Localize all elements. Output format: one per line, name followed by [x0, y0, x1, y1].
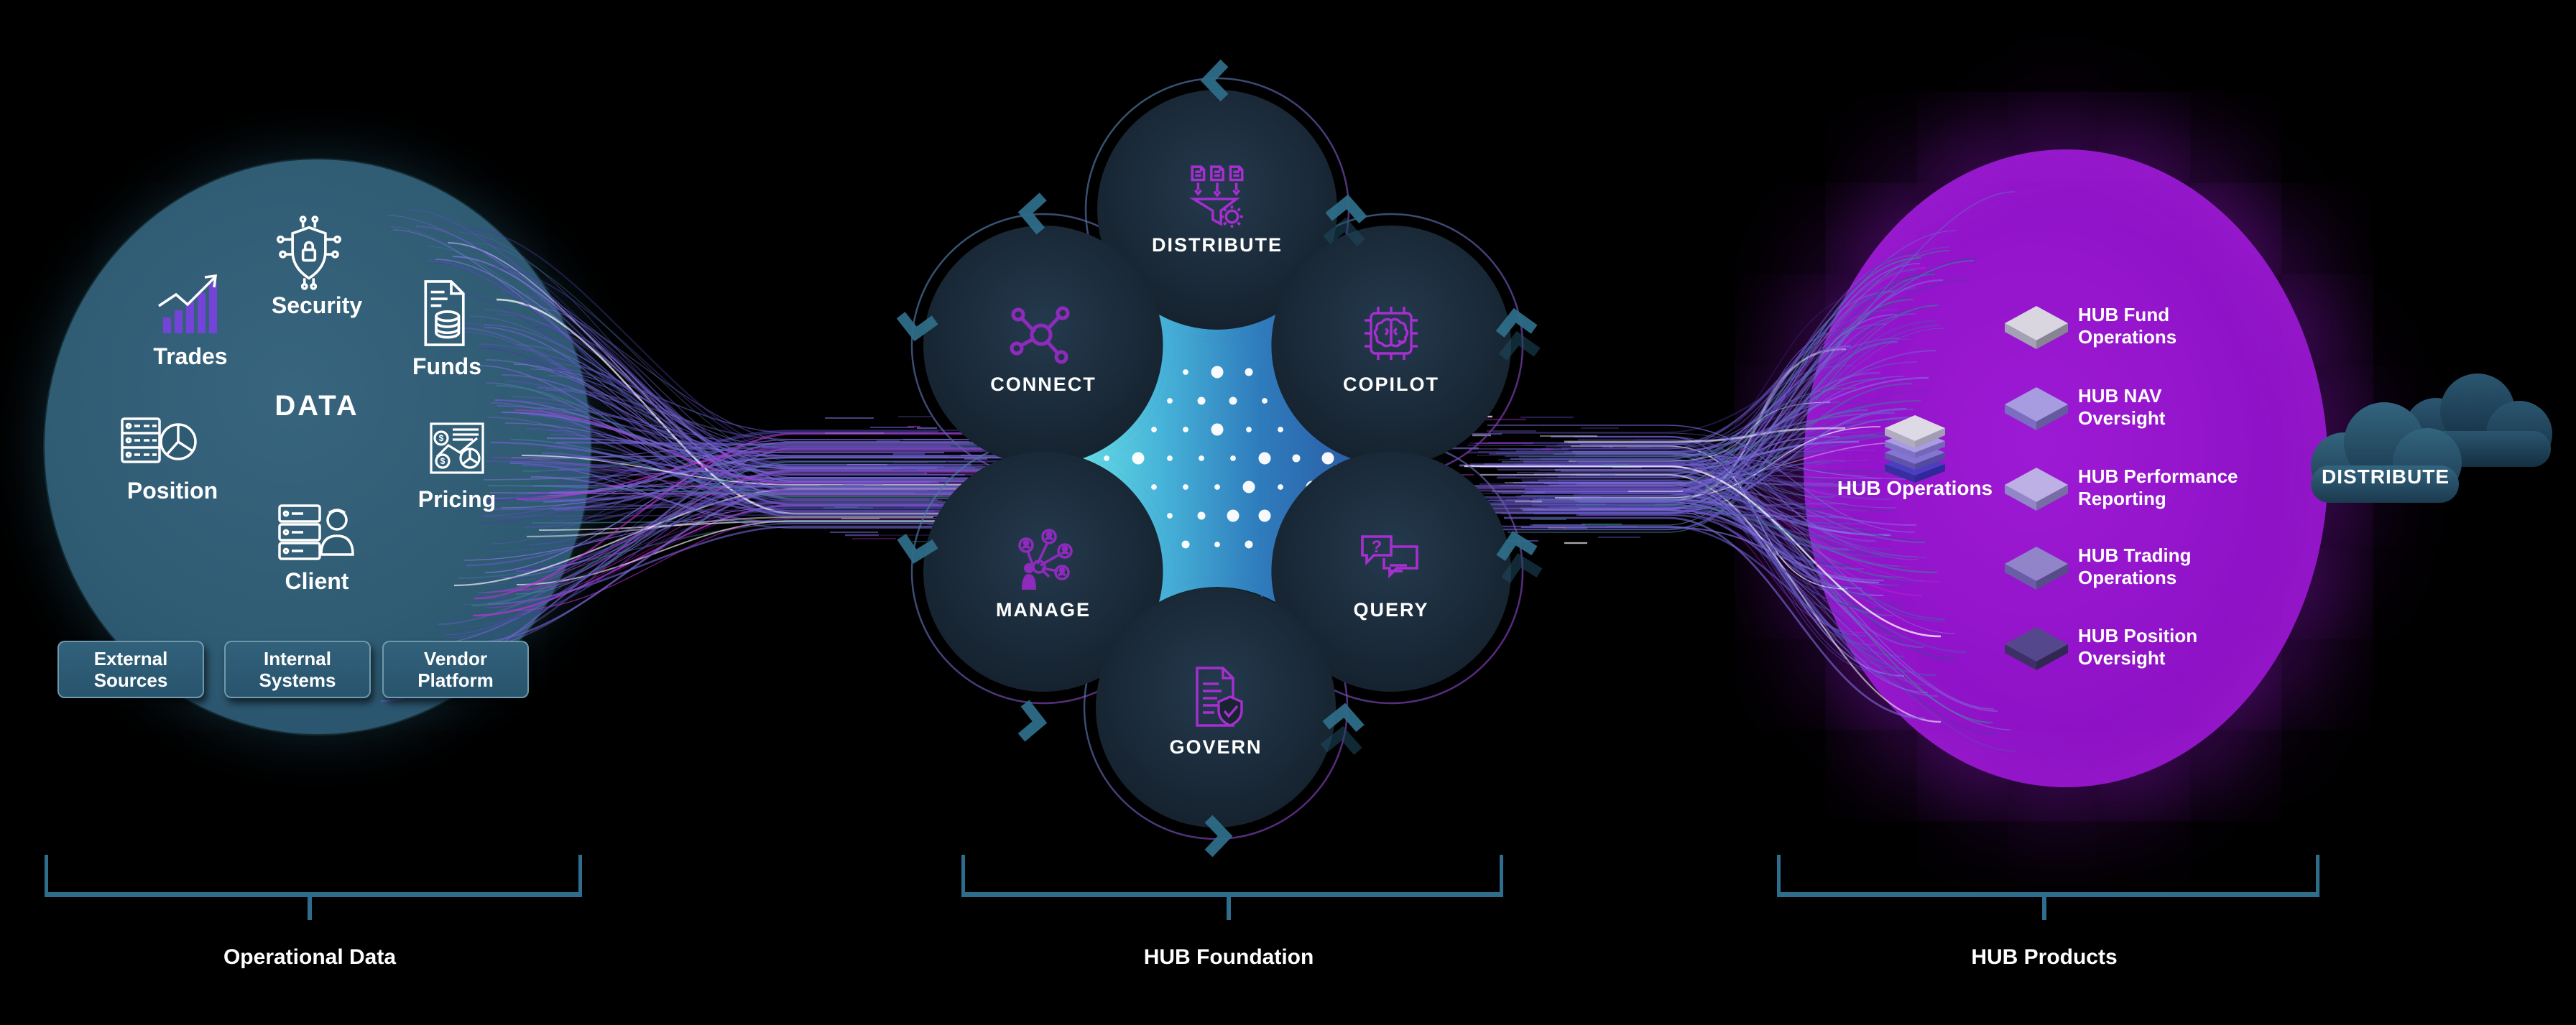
- module-label: DISTRIBUTE: [1152, 234, 1283, 256]
- bar-chart-trend-icon: [158, 274, 218, 333]
- data-center-label: DATA: [274, 390, 359, 422]
- bracket-stem: [308, 897, 312, 920]
- data-type-label: Security: [271, 292, 363, 318]
- product-tile-icon: [2005, 547, 2068, 590]
- bracket-stem: [1227, 897, 1231, 920]
- product-tile-icon: [2005, 627, 2068, 670]
- fund-document-database-icon: [424, 280, 465, 346]
- data-type-label: Pricing: [417, 486, 497, 512]
- svg-text:$: $: [440, 456, 446, 466]
- chat-question-icon: ?: [1361, 535, 1418, 579]
- source-external-sources: External Sources: [57, 641, 204, 698]
- hub-operations-label: HUB Operations: [1837, 477, 1993, 499]
- bracket-stem: [2042, 897, 2046, 920]
- people-management-icon: [1018, 529, 1073, 590]
- product-label: HUB Performance Reporting: [2078, 465, 2238, 509]
- server-person-icon: [278, 504, 354, 560]
- hub-foundation-bracket: [961, 855, 1503, 897]
- source-label: External Sources: [93, 648, 168, 691]
- hub-products-bracket: [1777, 855, 2319, 897]
- shield-lock-circuit-icon: [277, 215, 341, 290]
- funnel-documents-icon: [1189, 165, 1244, 228]
- product-label: HUB Trading Operations: [2078, 544, 2192, 588]
- price-chart-dollar-icon: $ $: [430, 422, 484, 474]
- distribute-clouds: [2311, 374, 2552, 503]
- product-label: HUB NAV Oversight: [2078, 385, 2166, 429]
- module-label: GOVERN: [1169, 736, 1262, 758]
- svg-text:?: ?: [1372, 537, 1382, 557]
- chip-brain-icon: [1365, 307, 1418, 360]
- data-type-label: Trades: [153, 343, 228, 369]
- data-type-label: Funds: [412, 353, 481, 379]
- source-label: Internal Systems: [259, 648, 336, 691]
- section-label-hub-products: HUB Products: [1971, 945, 2118, 969]
- hub-foundation-flower: [896, 59, 1543, 858]
- data-type-label: Client: [285, 568, 349, 594]
- module-label: COPILOT: [1343, 374, 1439, 395]
- product-tile-icon: [2005, 468, 2068, 511]
- product-tile-icon: [2005, 387, 2068, 430]
- source-internal-systems: Internal Systems: [224, 641, 371, 698]
- product-label: HUB Fund Operations: [2078, 304, 2177, 348]
- distribute-cloud-label: DISTRIBUTE: [2322, 465, 2450, 488]
- module-label: MANAGE: [996, 599, 1091, 621]
- server-pie-chart-icon: [121, 417, 197, 463]
- operational-data-bracket: [45, 855, 582, 897]
- product-label: HUB Position Oversight: [2078, 625, 2198, 669]
- svg-text:$: $: [439, 433, 444, 443]
- network-nodes-icon: [1010, 306, 1070, 364]
- product-tile-icon: [2005, 306, 2068, 349]
- section-label-operational-data: Operational Data: [223, 945, 397, 969]
- layer-stack-icon: [1885, 415, 1945, 483]
- data-stream-right: [1447, 191, 2017, 752]
- data-type-label: Position: [126, 478, 218, 504]
- section-label-hub-foundation: HUB Foundation: [1143, 945, 1314, 969]
- module-label: QUERY: [1353, 599, 1429, 621]
- source-label: Vendor Platform: [417, 648, 494, 691]
- module-label: CONNECT: [990, 374, 1097, 395]
- source-vendor-platform: Vendor Platform: [382, 641, 529, 698]
- document-shield-check-icon: [1196, 667, 1243, 727]
